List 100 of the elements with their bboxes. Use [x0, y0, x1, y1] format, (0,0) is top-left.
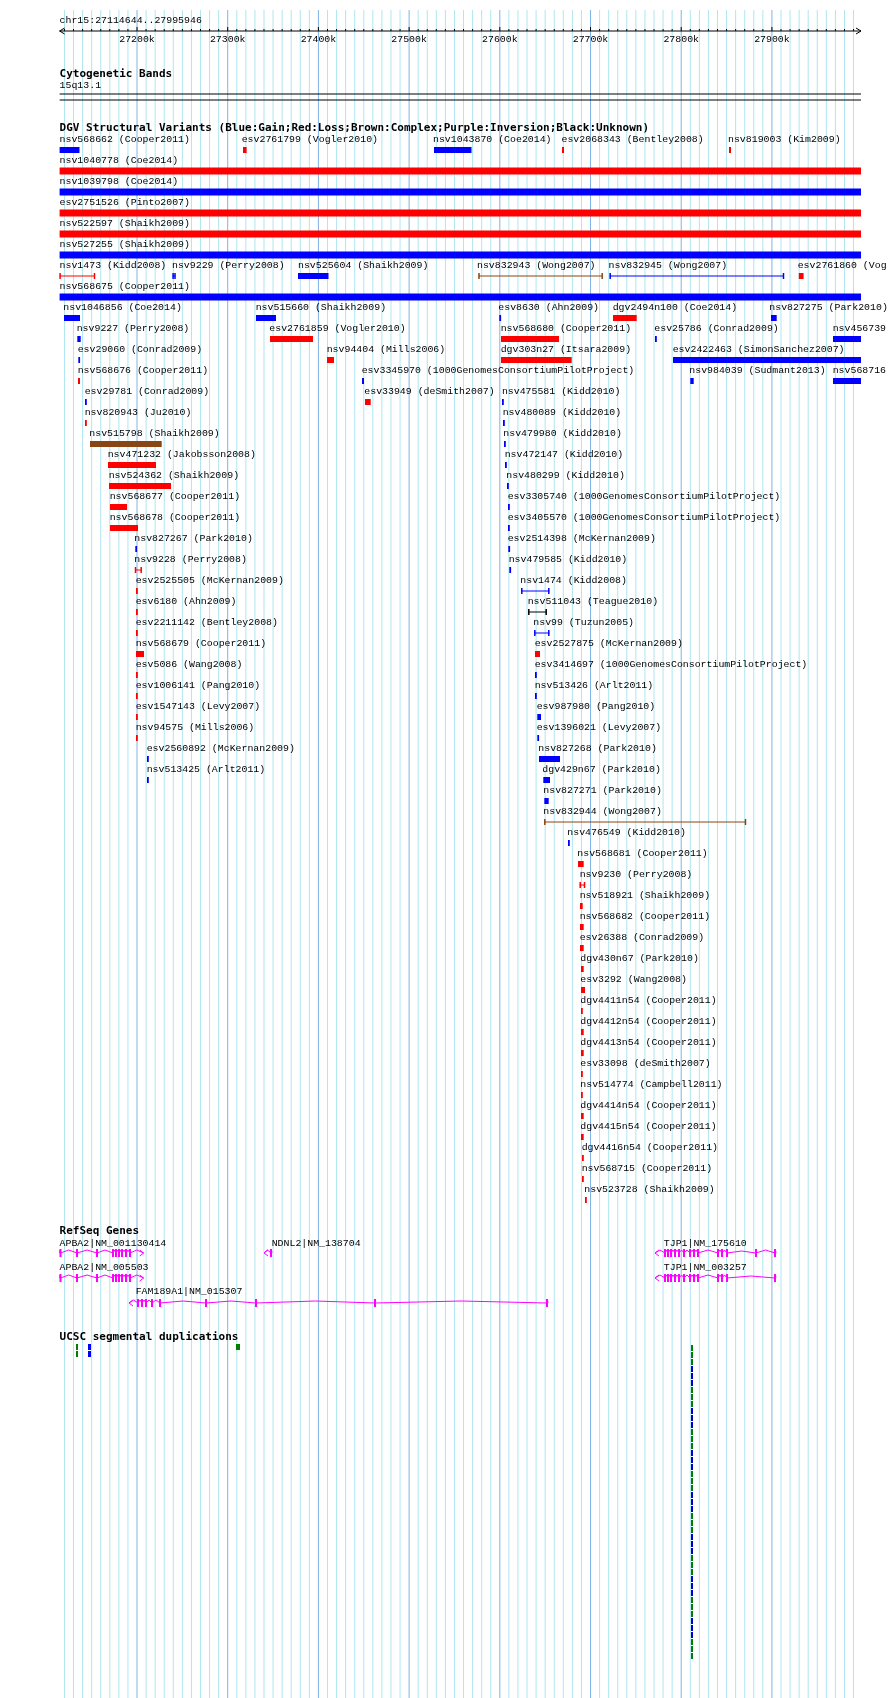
variant-label: nsv475581 (Kidd2010) [501, 386, 621, 398]
scale-tick-label: 27300k [209, 34, 246, 46]
variant-label: dgv4416n54 (Cooper2011) [581, 1142, 718, 1154]
gene-label: FAM189A1|NM_015307 [135, 1286, 243, 1298]
variant-label: nsv9228 (Perry2008) [134, 554, 247, 566]
variant-label: esv8630 (Ahn2009) [498, 302, 600, 314]
variant-label: esv2761859 (Vogler2010) [269, 323, 406, 335]
variant-label: esv33098 (deSmith2007) [580, 1058, 711, 1070]
variant-label: nsv1039798 (Coe2014) [59, 176, 179, 188]
variant-label: nsv568680 (Cooper2011) [500, 323, 632, 335]
variant-label: nsv568662 (Cooper2011) [59, 134, 190, 146]
track-heading: DGV Structural Variants (Blue:Gain;Red:Loss;Brown:Complex;Purple:Inversion;Black:Unknown) [59, 122, 649, 134]
gene-label: TJP1|NM_003257 [663, 1262, 747, 1274]
variant-label: nsv568716 [832, 365, 887, 377]
variant-label: nsv568681 (Cooper2011) [577, 848, 708, 860]
variant-label: nsv515660 (Shaikh2009) [255, 302, 387, 314]
gene-label: APBA2|NM_005503 [59, 1262, 149, 1274]
variant-label: nsv524362 (Shaikh2009) [108, 470, 240, 482]
variant-label: nsv568678 (Cooper2011) [109, 512, 241, 524]
variant-label: nsv832944 (Wong2007) [543, 806, 662, 818]
variant-label: nsv832945 (Wong2007) [608, 260, 728, 272]
variant-label: esv3292 (Wang2008) [580, 974, 687, 986]
variant-label: nsv9227 (Perry2008) [76, 323, 190, 335]
variant-label: nsv456739 [832, 323, 887, 335]
variant-label: nsv820943 (Ju2010) [84, 407, 192, 419]
variant-label: nsv832943 (Wong2007) [477, 260, 596, 272]
variant-label: nsv513426 (Arlt2011) [534, 680, 654, 692]
track-heading: UCSC segmental duplications [59, 1331, 239, 1343]
variant-label: nsv819003 (Kim2009) [728, 134, 841, 146]
variant-label: nsv9230 (Perry2008) [579, 869, 693, 881]
variant-label: nsv568677 (Cooper2011) [109, 491, 241, 503]
variant-label: nsv525604 (Shaikh2009) [298, 260, 429, 272]
variant-label: nsv568682 (Cooper2011) [579, 911, 711, 923]
variant-label: nsv476549 (Kidd2010) [567, 827, 686, 839]
scale-tick-label: 27900k [754, 34, 790, 46]
variant-label: esv29060 (Conrad2009) [77, 344, 203, 356]
variant-label: dgv430n67 (Park2010) [580, 953, 699, 965]
variant-label: esv2751526 (Pinto2007) [59, 197, 190, 209]
variant-label: nsv479585 (Kidd2010) [508, 554, 628, 566]
variant-label: nsv94575 (Mills2006) [135, 722, 255, 734]
variant-label: nsv514774 (Campbell2011) [580, 1079, 723, 1091]
variant-label: nsv99 (Tuzun2005) [533, 617, 635, 629]
variant-label: nsv522597 (Shaikh2009) [59, 218, 190, 230]
scale-tick-label: 27700k [572, 34, 609, 46]
variant-label: nsv513425 (Arlt2011) [146, 764, 266, 776]
variant-label: nsv523728 (Shaikh2009) [584, 1184, 715, 1196]
variant-label: nsv511043 (Teague2010) [527, 596, 659, 608]
variant-label: nsv472147 (Kidd2010) [504, 449, 624, 461]
variant-label: dgv4415n54 (Cooper2011) [580, 1121, 717, 1133]
variant-label: nsv518921 (Shaikh2009) [579, 890, 711, 902]
variant-label: nsv9229 (Perry2008) [172, 260, 285, 272]
variant-label: nsv480299 (Kidd2010) [506, 470, 625, 482]
variant-label: dgv4413n54 (Cooper2011) [580, 1037, 717, 1049]
variant-label: esv2422463 (SimonSanchez2007) [672, 344, 845, 356]
variant-label: esv29781 (Conrad2009) [84, 386, 210, 398]
track-heading: Cytogenetic Bands [59, 68, 173, 80]
variant-label: esv2761860 (Vog [797, 260, 887, 272]
variant-label: nsv568675 (Cooper2011) [59, 281, 190, 293]
variant-label: nsv527255 (Shaikh2009) [59, 239, 190, 251]
band-label: 15q13.1 [59, 80, 102, 92]
variant-label: dgv2494n100 (Coe2014) [612, 302, 738, 314]
variant-label: esv2211142 (Bentley2008) [135, 617, 278, 629]
variant-label: esv2525505 (McKernan2009) [135, 575, 284, 587]
variant-label: esv33949 (deSmith2007) [364, 386, 495, 398]
gene-label: TJP1|NM_175610 [663, 1237, 747, 1250]
variant-label: nsv480089 (Kidd2010) [502, 407, 622, 419]
variant-label: nsv515798 (Shaikh2009) [89, 428, 220, 440]
variant-label: nsv1473 (Kidd2008) [59, 260, 167, 272]
variant-label: esv2527875 (McKernan2009) [534, 638, 683, 650]
variant-label: dgv4414n54 (Cooper2011) [580, 1100, 717, 1112]
variant-label: esv3305740 (1000GenomesConsortiumPilotProject) [507, 491, 781, 503]
variant-label: nsv479980 (Kidd2010) [503, 428, 622, 440]
variant-label: nsv568679 (Cooper2011) [135, 638, 267, 650]
variant-label: esv1396021 (Levy2007) [536, 722, 662, 734]
scale-tick-label: 27600k [482, 34, 518, 46]
variant-label: esv2560892 (McKernan2009) [146, 743, 295, 755]
gene-label: NDNL2|NM_138704 [271, 1237, 361, 1250]
variant-label: esv25786 (Conrad2009) [654, 323, 779, 335]
variant-label: nsv94404 (Mills2006) [326, 344, 446, 356]
track-heading: RefSeq Genes [59, 1225, 140, 1237]
variant-label: esv2761799 (Vogler2010) [241, 134, 378, 146]
variant-label: nsv1043870 (Coe2014) [433, 134, 552, 146]
variant-label: esv987980 (Pang2010) [536, 701, 656, 713]
variant-label: esv26388 (Conrad2009) [579, 932, 705, 944]
variant-label: esv3405570 (1000GenomesConsortiumPilotProject) [507, 512, 781, 524]
variant-label: nsv827268 (Park2010) [538, 743, 657, 755]
gene-label: APBA2|NM_001130414 [59, 1237, 167, 1250]
variant-label: nsv984039 (Sudmant2013) [689, 365, 826, 377]
variant-label: nsv568676 (Cooper2011) [77, 365, 209, 377]
variant-label: nsv827275 (Park2010) [769, 302, 888, 314]
variant-label: esv3414697 (1000GenomesConsortiumPilotProject) [534, 659, 808, 671]
variant-label: dgv429n67 (Park2010) [542, 764, 661, 776]
position-label: chr15:27114644..27995946 [59, 15, 202, 27]
variant-label: nsv827271 (Park2010) [543, 785, 662, 797]
variant-label: esv2514398 (McKernan2009) [507, 533, 656, 545]
variant-label: esv2068343 (Bentley2008) [561, 134, 704, 146]
variant-label: nsv827267 (Park2010) [134, 533, 253, 545]
variant-label: esv3345970 (1000GenomesConsortiumPilotProject) [361, 365, 635, 377]
variant-label: nsv1040778 (Coe2014) [59, 155, 179, 167]
variant-label: nsv568715 (Cooper2011) [581, 1163, 713, 1175]
